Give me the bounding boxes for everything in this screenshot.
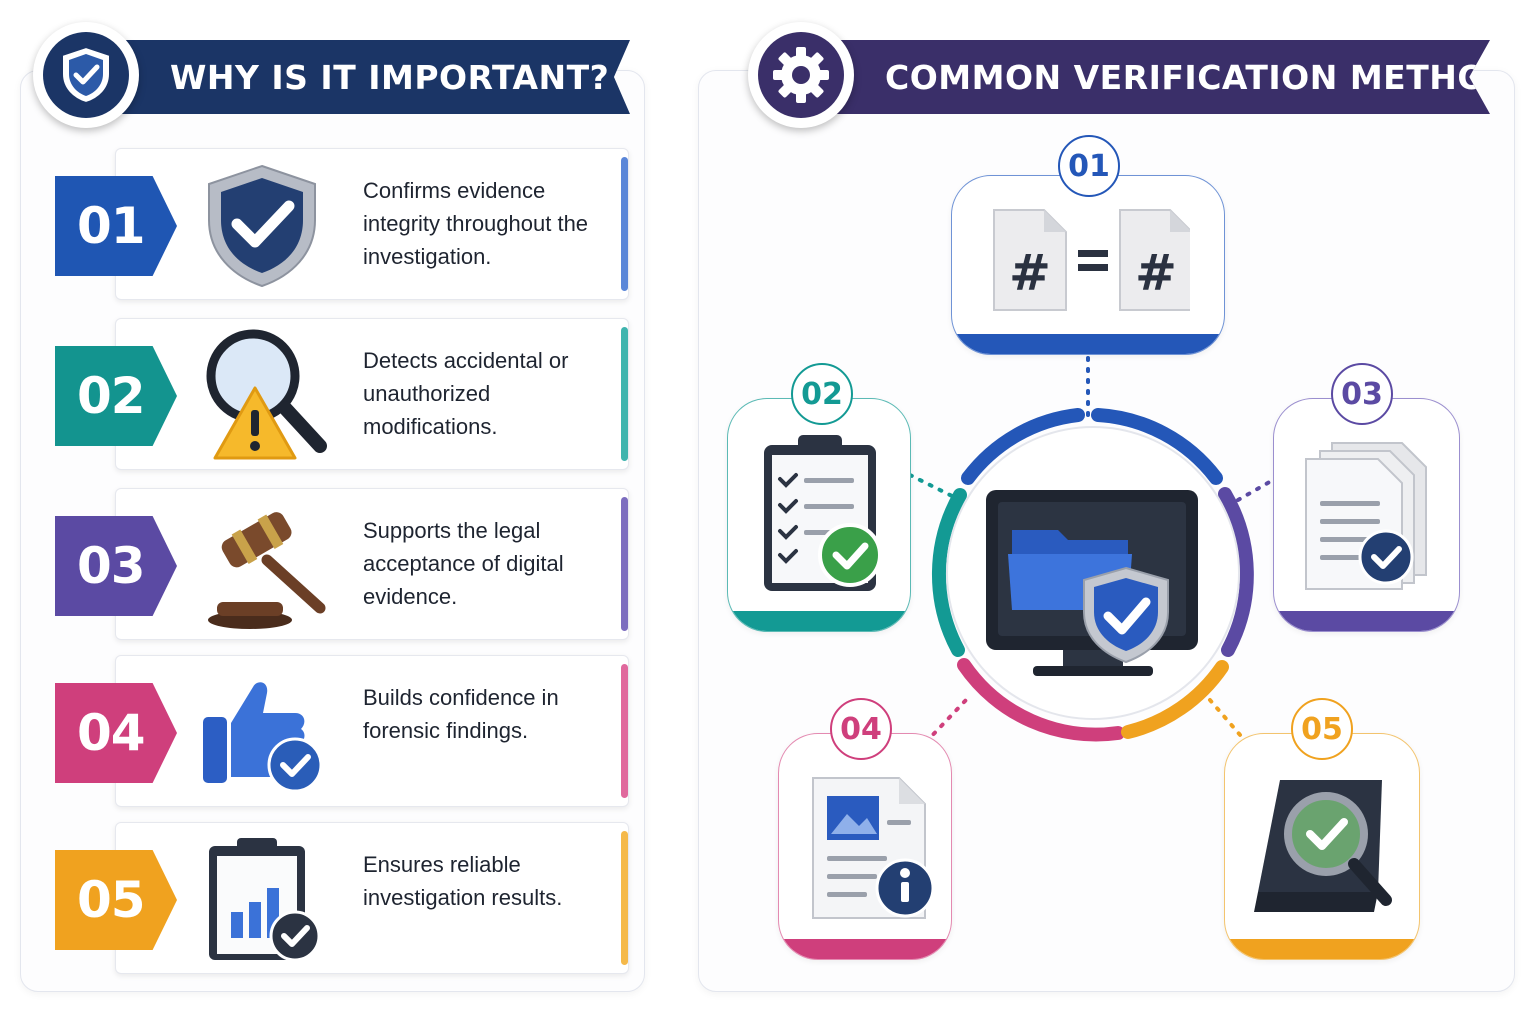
connector-04 xyxy=(924,698,968,744)
method-node-03 xyxy=(1273,398,1460,632)
monitor-folder-shield-icon xyxy=(986,490,1198,676)
importance-item-03: 03 Supports the legal acceptance of digi… xyxy=(55,488,633,640)
svg-text:#: # xyxy=(1135,244,1177,302)
item-accent xyxy=(621,327,628,461)
item-accent xyxy=(621,831,628,965)
importance-item-05: 05 Ensures reliable investigation result… xyxy=(55,822,633,974)
item-text: Builds confidence in forensic findings. xyxy=(363,685,559,743)
ring-arc-02 xyxy=(931,488,967,657)
gavel-icon xyxy=(208,512,326,629)
documents-check-icon xyxy=(1305,442,1427,590)
ring-arc-05 xyxy=(1121,660,1229,739)
method-number-03: 03 xyxy=(1331,363,1393,425)
importance-item-01: 01 Confirms evidence integrity throughou… xyxy=(55,148,633,300)
svg-text:#: # xyxy=(1009,244,1051,302)
method-node-01: # # xyxy=(951,175,1225,355)
connector-03 xyxy=(1236,478,1275,502)
item-card xyxy=(115,655,629,807)
item-text: Supports the legal acceptance of digital… xyxy=(363,518,564,609)
item-number: 03 xyxy=(77,537,146,595)
item-number: 05 xyxy=(77,871,146,929)
item-number-tag: 04 xyxy=(55,683,177,783)
item-number: 04 xyxy=(77,704,146,762)
gear-icon xyxy=(773,47,829,103)
item-accent xyxy=(621,157,628,291)
magnifier-warning-icon xyxy=(206,329,327,460)
item-number-tag: 01 xyxy=(55,176,177,276)
item-card xyxy=(115,318,629,470)
method-node-02 xyxy=(727,398,911,632)
item-accent xyxy=(621,497,628,631)
item-number-tag: 05 xyxy=(55,850,177,950)
clipboard-chart-icon xyxy=(209,838,321,962)
method-node-04 xyxy=(778,733,952,960)
importance-item-04: 04 Builds confidence in forensic finding… xyxy=(55,655,633,807)
method-number-01: 01 xyxy=(1058,135,1120,197)
shield-check-icon xyxy=(61,45,111,105)
item-card xyxy=(115,488,629,640)
thumbs-up-check-icon xyxy=(203,682,323,793)
item-number: 02 xyxy=(77,367,146,425)
importance-title: WHY IS IT IMPORTANT? xyxy=(170,57,610,97)
method-number-04: 04 xyxy=(830,698,892,760)
ring-arc-03 xyxy=(1218,487,1254,657)
method-number-05: 05 xyxy=(1291,698,1353,760)
method-number-02: 02 xyxy=(791,363,853,425)
item-text: Ensures reliable investigation results. xyxy=(363,852,563,910)
hash-compare-icon: # # xyxy=(993,209,1190,311)
method-node-05 xyxy=(1224,733,1420,960)
methods-title-banner: COMMON VERIFICATION METHODS xyxy=(800,40,1490,114)
methods-title: COMMON VERIFICATION METHODS xyxy=(885,57,1536,97)
item-text: Confirms evidence integrity throughout t… xyxy=(363,178,589,269)
importance-item-02: 02 Detects accidental or unauthorized mo… xyxy=(55,318,633,470)
ring-arc-01b xyxy=(1091,408,1223,485)
item-card xyxy=(115,148,629,300)
importance-badge xyxy=(33,22,139,128)
methods-badge xyxy=(748,22,854,128)
shield-check-icon xyxy=(208,164,316,288)
item-card xyxy=(115,822,629,974)
item-number-tag: 03 xyxy=(55,516,177,616)
checklist-icon xyxy=(764,435,882,591)
disk-inspect-icon xyxy=(1254,780,1392,912)
document-info-icon xyxy=(812,777,935,919)
ring-arc-01 xyxy=(961,408,1085,485)
item-number-tag: 02 xyxy=(55,346,177,446)
ring-arc-04 xyxy=(957,658,1125,742)
importance-title-banner: WHY IS IT IMPORTANT? xyxy=(95,40,630,114)
item-number: 01 xyxy=(77,197,146,255)
item-accent xyxy=(621,664,628,798)
item-text: Detects accidental or unauthorized modif… xyxy=(363,348,569,439)
